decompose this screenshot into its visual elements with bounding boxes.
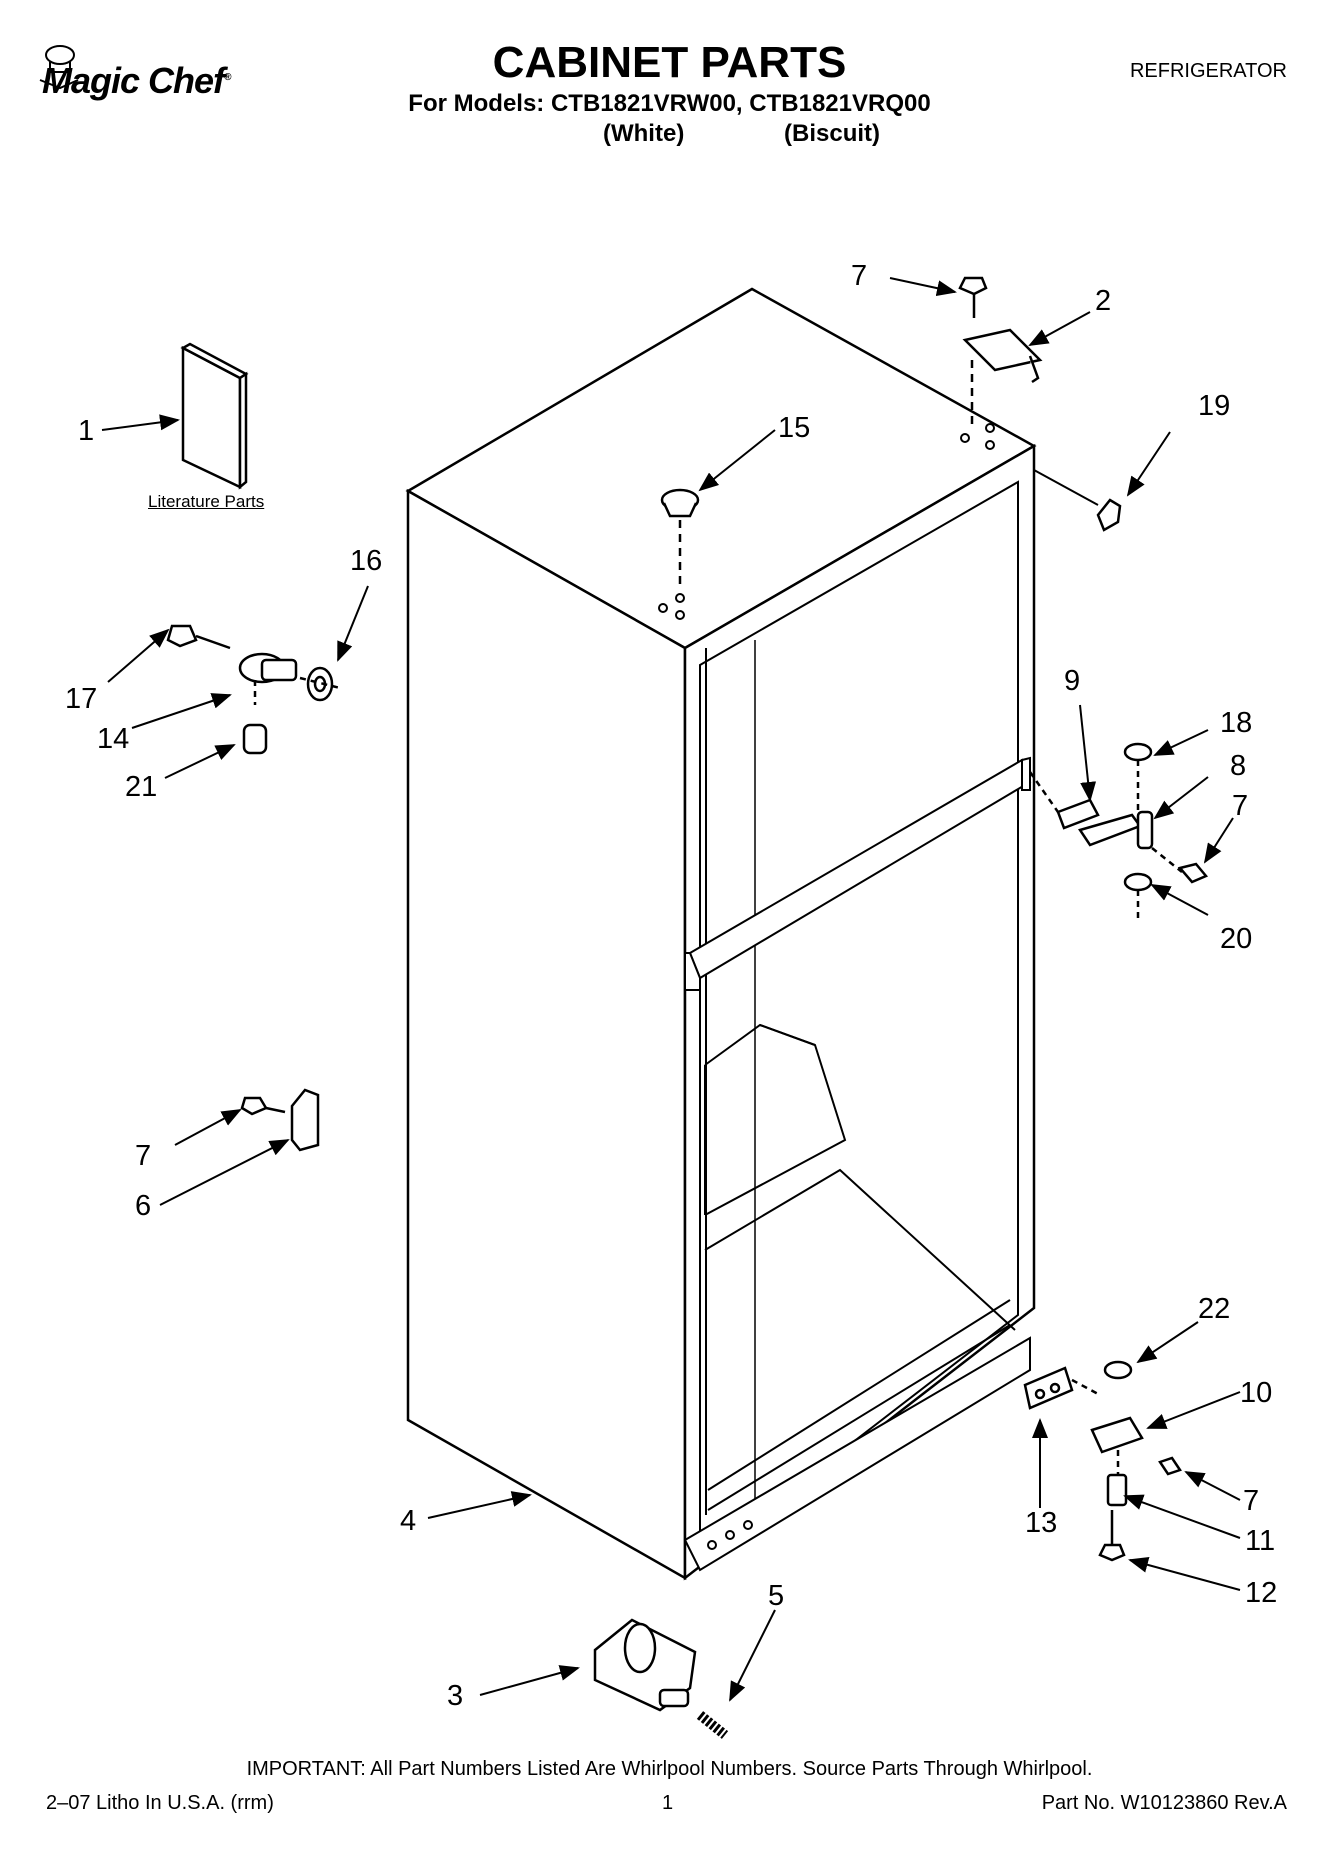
callout-1: 1 xyxy=(78,415,94,447)
hinge-pin-bracket-icon xyxy=(240,1088,320,1152)
category-label: REFRIGERATOR xyxy=(1129,60,1287,82)
literature-part-icon xyxy=(180,342,249,490)
callout-15: 15 xyxy=(778,412,810,444)
callout-12: 12 xyxy=(1245,1577,1277,1609)
part-number: Part No. W10123860 Rev.A xyxy=(1041,1792,1287,1814)
callout-8: 8 xyxy=(1230,750,1246,782)
models-line: For Models: CTB1821VRW00, CTB1821VRQ00 xyxy=(408,90,931,117)
callout-7-center-hinge: 7 xyxy=(1232,790,1248,822)
plug-icon xyxy=(660,488,700,590)
callout-16: 16 xyxy=(350,545,382,577)
callout-18: 18 xyxy=(1220,707,1252,739)
cabinet-base xyxy=(683,1336,1031,1572)
callout-2: 2 xyxy=(1095,285,1111,317)
brand-logo: Magic Chef® xyxy=(42,60,231,102)
callout-6: 6 xyxy=(135,1190,151,1222)
callout-22: 22 xyxy=(1198,1293,1230,1325)
leader-lines xyxy=(101,277,1241,1702)
callout-13: 13 xyxy=(1025,1507,1057,1539)
callout-14: 14 xyxy=(97,723,129,755)
variant-biscuit: (Biscuit) xyxy=(784,120,880,147)
callout-21: 21 xyxy=(125,771,157,803)
chef-hat-icon xyxy=(39,45,79,90)
cabinet-body xyxy=(405,287,1037,1581)
brand-name: Magic Chef xyxy=(42,60,225,101)
callout-7-top: 7 xyxy=(851,260,867,292)
bottom-hinge-assembly-icon xyxy=(1023,1360,1182,1562)
screw-icon xyxy=(958,276,988,318)
top-holes xyxy=(658,423,995,620)
center-hinge-assembly-icon xyxy=(1028,742,1209,920)
litho-line: 2–07 Litho In U.S.A. (rrm) xyxy=(46,1792,274,1814)
callout-4: 4 xyxy=(400,1505,416,1537)
callout-10: 10 xyxy=(1240,1377,1272,1409)
page-number: 1 xyxy=(662,1792,674,1814)
hinge-cover-icon xyxy=(1033,469,1122,532)
brand-registered-mark: ® xyxy=(224,72,231,83)
callout-9: 9 xyxy=(1064,665,1080,697)
callout-7-left: 7 xyxy=(135,1140,151,1172)
callout-11: 11 xyxy=(1245,1525,1275,1557)
page-title: CABINET PARTS xyxy=(492,38,847,87)
roller-assembly-icon xyxy=(593,1618,729,1739)
callout-3: 3 xyxy=(447,1680,463,1712)
callout-20: 20 xyxy=(1220,923,1252,955)
door-stop-assembly-icon xyxy=(166,624,341,755)
callout-5: 5 xyxy=(768,1580,784,1612)
variant-white: (White) xyxy=(603,120,685,147)
callout-17: 17 xyxy=(65,683,97,715)
callout-labels: 1 2 3 4 5 6 7 7 7 7 8 9 10 11 12 13 14 1… xyxy=(65,260,1277,1712)
callout-7-bottom-hinge: 7 xyxy=(1243,1485,1259,1517)
divider-rail xyxy=(684,756,1032,991)
literature-parts-label: Literature Parts xyxy=(148,492,265,511)
callout-19: 19 xyxy=(1198,390,1230,422)
important-notice: IMPORTANT: All Part Numbers Listed Are W… xyxy=(246,1758,1093,1780)
top-hinge-bracket-icon xyxy=(962,328,1043,430)
